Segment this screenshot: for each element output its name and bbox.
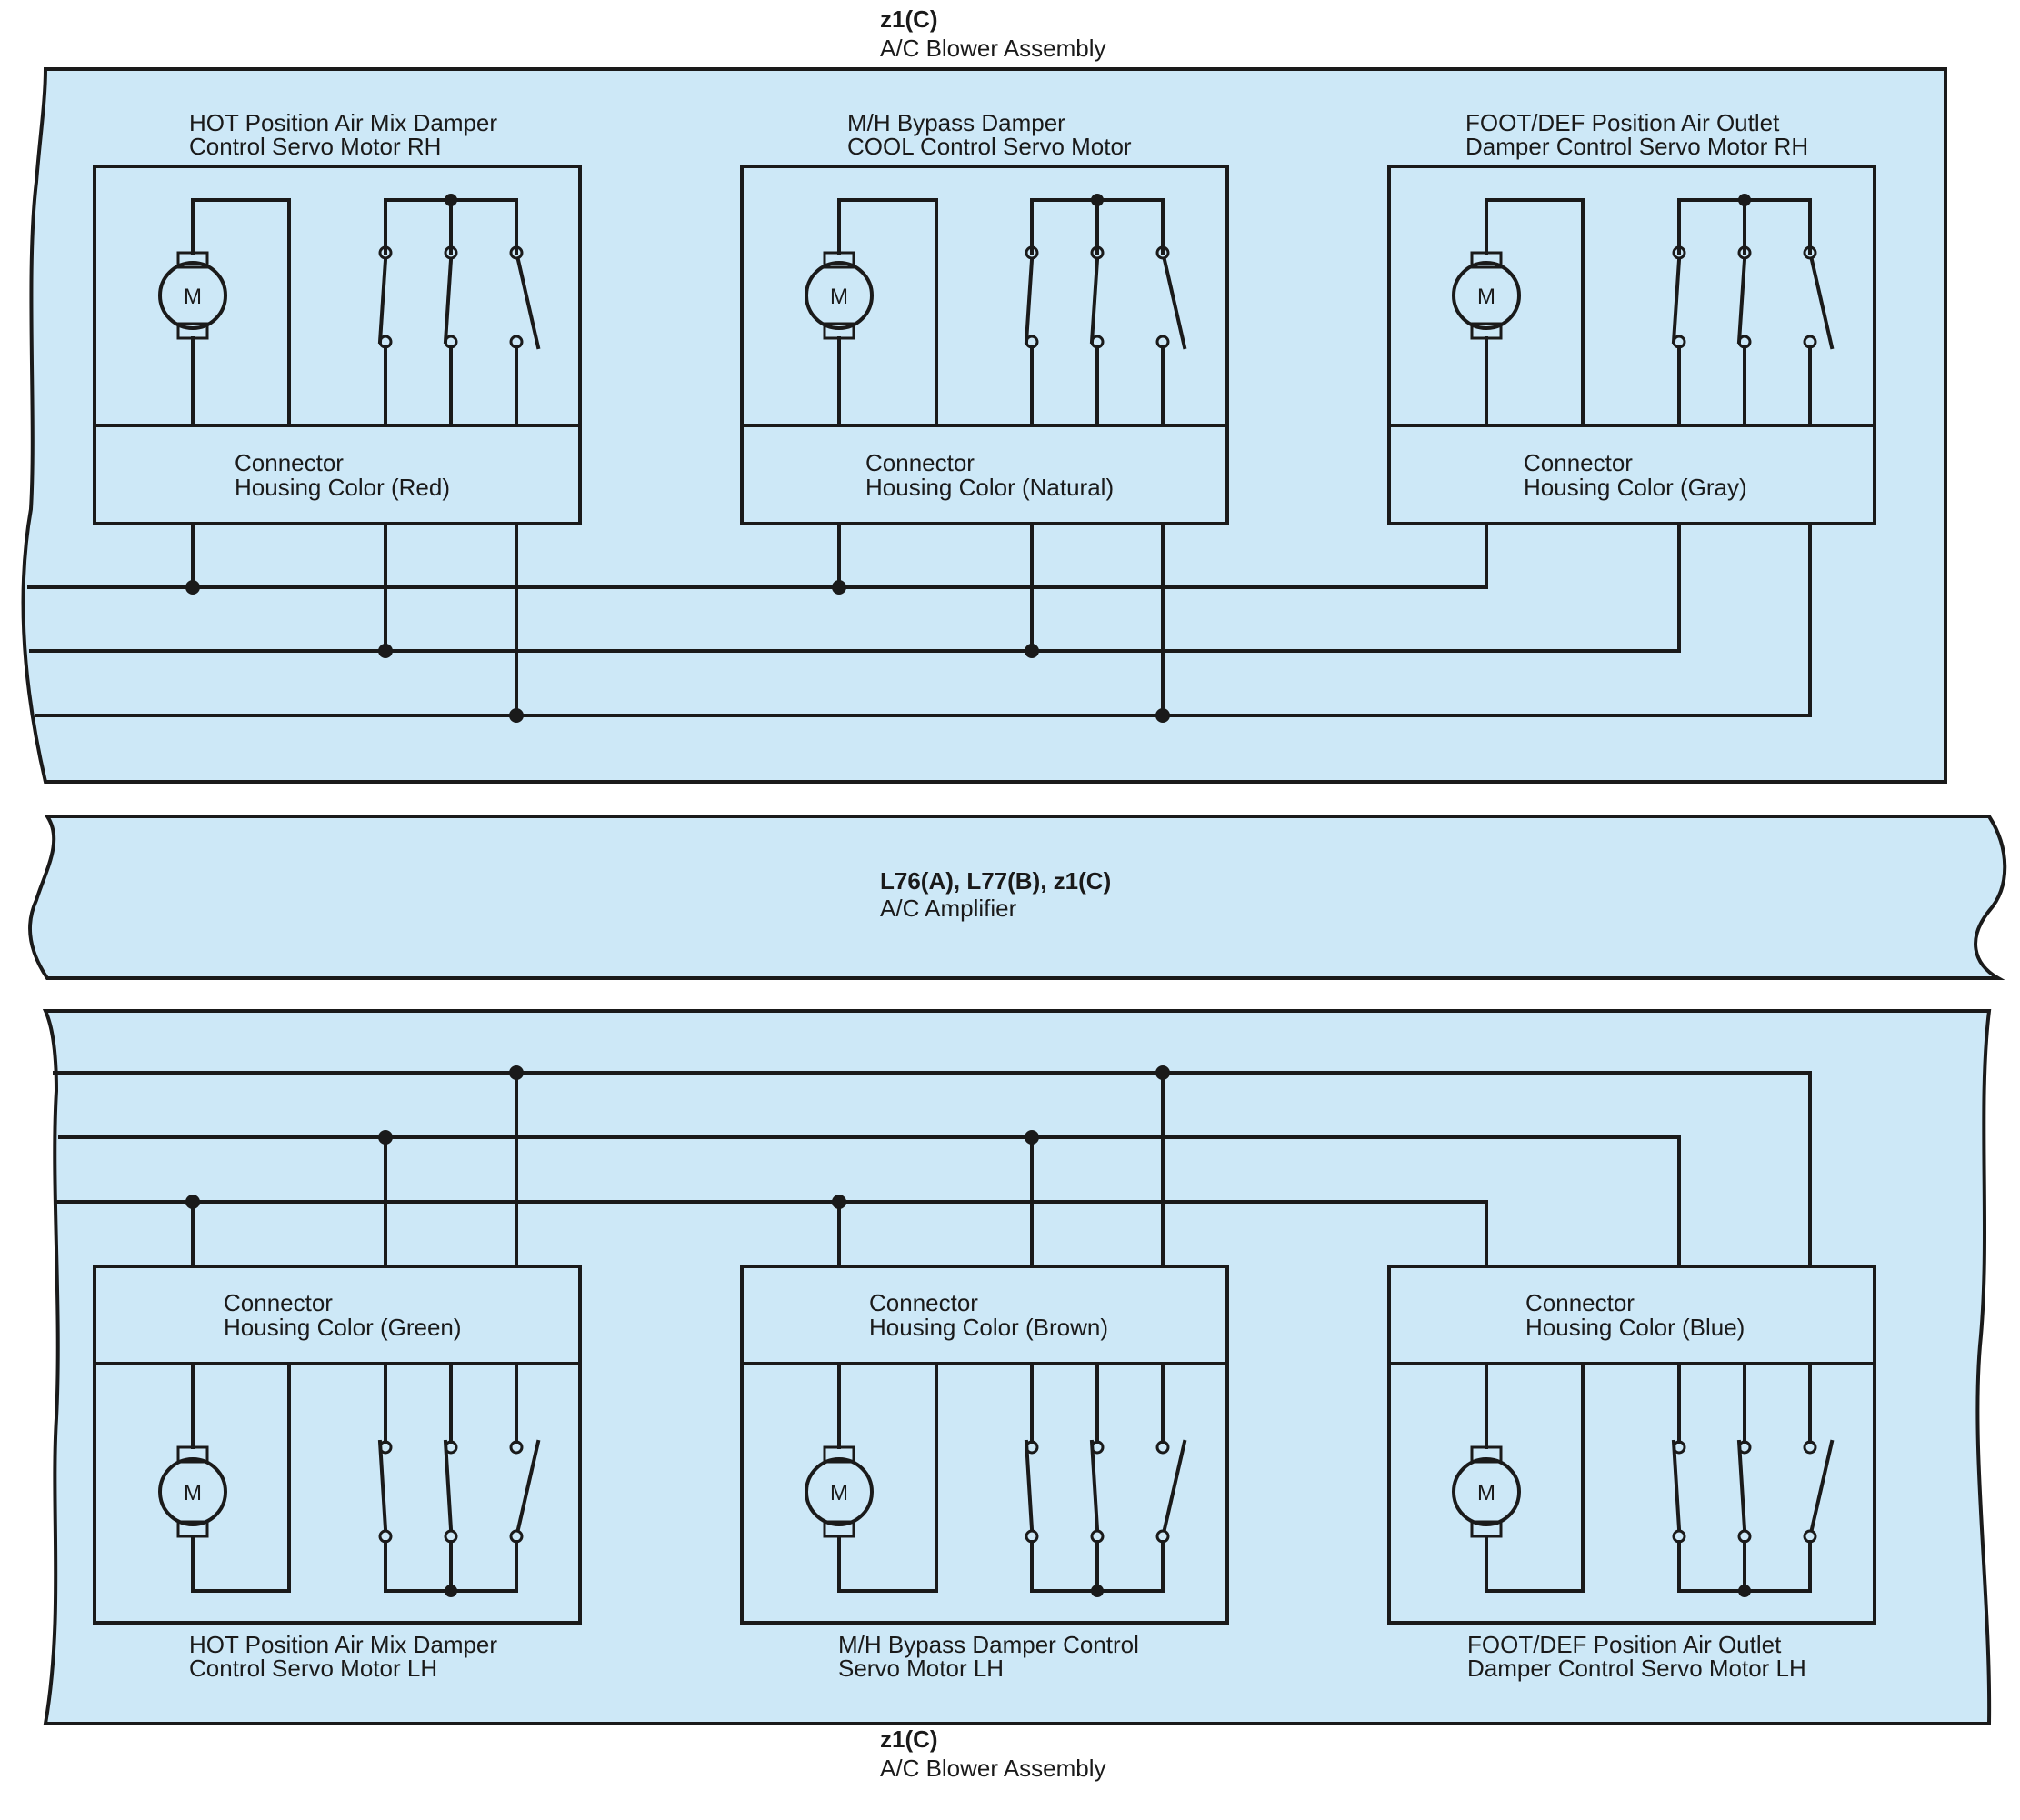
motor-title-line1: FOOT/DEF Position Air Outlet xyxy=(1465,109,1780,136)
connector-housing-color: Housing Color (Natural) xyxy=(865,474,1114,501)
amplifier-band xyxy=(27,815,2007,980)
motor-title-line2: Servo Motor LH xyxy=(838,1655,1004,1682)
svg-text:M: M xyxy=(184,1481,202,1505)
top-bus-wiring xyxy=(27,522,1812,723)
position-switch xyxy=(1024,194,1187,427)
motor-symbol: M xyxy=(158,1445,227,1538)
servo-motor-bottom-3: Connector Housing Color (Blue) M xyxy=(1387,1265,1876,1682)
motor-housing xyxy=(740,1265,1229,1625)
motor-housing xyxy=(93,1265,582,1625)
connector-label: Connector xyxy=(235,449,344,476)
position-switch xyxy=(377,1362,541,1597)
position-switch xyxy=(1024,1362,1187,1597)
motor-symbol: M xyxy=(805,1445,874,1538)
bottom-assembly-code: z1(C) xyxy=(880,1725,938,1753)
motor-title-line1: HOT Position Air Mix Damper xyxy=(189,1631,497,1658)
motor-title-line1: M/H Bypass Damper xyxy=(847,109,1065,136)
motor-title-line1: HOT Position Air Mix Damper xyxy=(189,109,497,136)
motor-symbol: M xyxy=(158,251,227,340)
svg-text:M: M xyxy=(1477,1481,1495,1505)
svg-text:M: M xyxy=(830,1481,848,1505)
position-switch xyxy=(1671,194,1835,427)
connector-housing-color: Housing Color (Green) xyxy=(224,1314,462,1341)
motor-title-line1: M/H Bypass Damper Control xyxy=(838,1631,1139,1658)
position-switch xyxy=(377,194,541,427)
connector-label: Connector xyxy=(224,1289,333,1316)
servo-motor-bottom-1: Connector Housing Color (Green) M xyxy=(93,1265,582,1682)
motor-symbol: M xyxy=(1452,1445,1521,1538)
motor-title-line1: FOOT/DEF Position Air Outlet xyxy=(1467,1631,1782,1658)
motor-title-line2: COOL Control Servo Motor xyxy=(847,133,1132,160)
servo-motor-top-2: M/H Bypass Damper COOL Control Servo Mot… xyxy=(740,109,1229,525)
amplifier-name: A/C Amplifier xyxy=(880,895,1017,922)
bottom-bus-wiring xyxy=(53,1065,1812,1268)
servo-motor-top-1: HOT Position Air Mix Damper Control Serv… xyxy=(93,109,582,525)
bottom-assembly-name: A/C Blower Assembly xyxy=(880,1755,1106,1782)
servo-motor-top-3: FOOT/DEF Position Air Outlet Damper Cont… xyxy=(1387,109,1876,525)
motor-title-line2: Damper Control Servo Motor RH xyxy=(1465,133,1808,160)
connector-label: Connector xyxy=(869,1289,978,1316)
amplifier-code: L76(A), L77(B), z1(C) xyxy=(880,867,1111,895)
connector-label: Connector xyxy=(1525,1289,1635,1316)
connector-label: Connector xyxy=(1524,449,1633,476)
top-assembly-name: A/C Blower Assembly xyxy=(880,35,1106,62)
top-assembly-code: z1(C) xyxy=(880,5,938,33)
connector-housing-color: Housing Color (Brown) xyxy=(869,1314,1108,1341)
servo-motor-bottom-2: Connector Housing Color (Brown) M xyxy=(740,1265,1229,1682)
svg-text:M: M xyxy=(830,285,848,309)
motor-title-line2: Control Servo Motor LH xyxy=(189,1655,437,1682)
connector-label: Connector xyxy=(865,449,975,476)
bottom-assembly-panel xyxy=(42,1009,1992,1725)
motor-housing xyxy=(93,165,582,525)
motor-symbol: M xyxy=(805,251,874,340)
motor-housing xyxy=(740,165,1229,525)
motor-housing xyxy=(1387,165,1876,525)
connector-housing-color: Housing Color (Gray) xyxy=(1524,474,1747,501)
motor-symbol: M xyxy=(1452,251,1521,340)
connector-housing-color: Housing Color (Blue) xyxy=(1525,1314,1745,1341)
motor-title-line2: Control Servo Motor RH xyxy=(189,133,441,160)
position-switch xyxy=(1671,1362,1835,1597)
connector-housing-color: Housing Color (Red) xyxy=(235,474,450,501)
motor-title-line2: Damper Control Servo Motor LH xyxy=(1467,1655,1806,1682)
svg-text:M: M xyxy=(1477,285,1495,309)
svg-text:M: M xyxy=(184,285,202,309)
motor-housing xyxy=(1387,1265,1876,1625)
